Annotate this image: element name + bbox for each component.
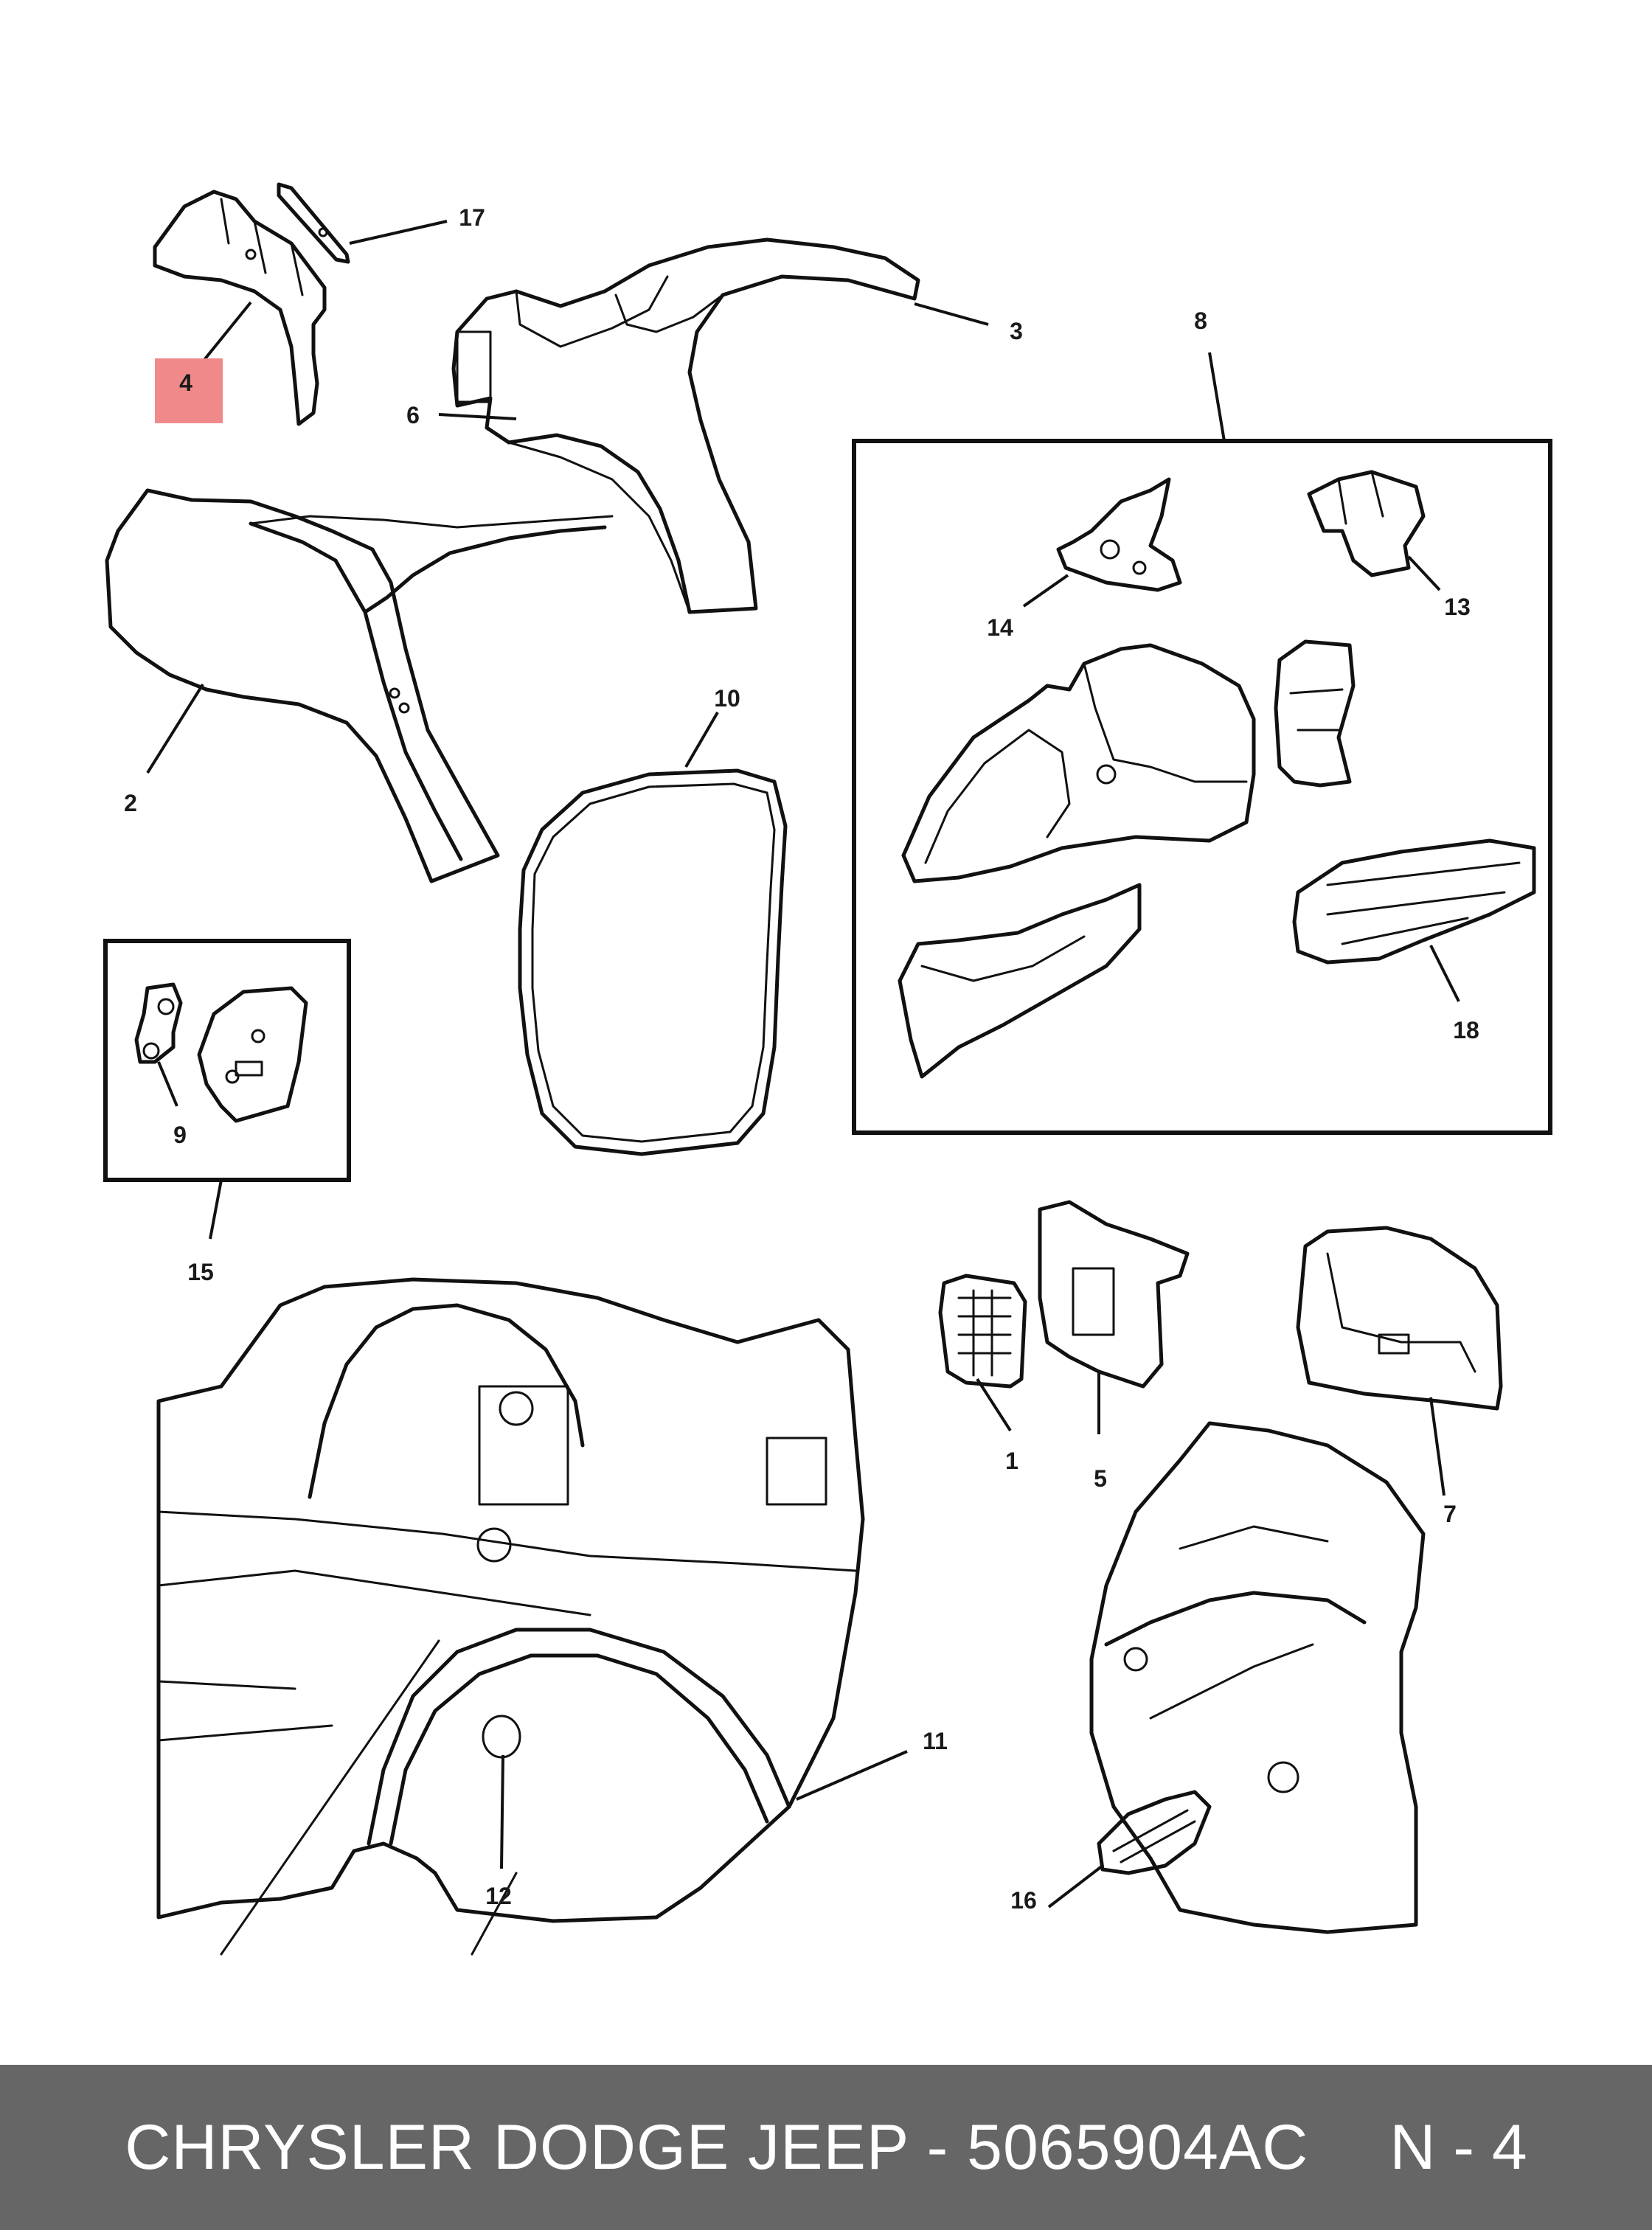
callout-9[interactable]: 9 [173, 1122, 187, 1148]
part-13-bracket [1307, 470, 1426, 577]
part-17-strip [277, 182, 350, 264]
part-7-bin [1296, 1226, 1503, 1411]
callout-8[interactable]: 8 [1194, 308, 1207, 334]
part-1-vent [938, 1274, 1027, 1389]
callout-4[interactable]: 4 [179, 369, 192, 396]
part-8-lower-panel [898, 883, 1142, 1079]
part-9-clip [134, 982, 183, 1064]
callout-5[interactable]: 5 [1094, 1465, 1107, 1492]
footer-title: CHRYSLER DODGE JEEP - 5065904AC [125, 2111, 1309, 2183]
callout-11[interactable]: 11 [923, 1728, 948, 1754]
footer-bar: CHRYSLER DODGE JEEP - 5065904AC N - 4 [0, 2065, 1652, 2230]
part-18-rail [1292, 838, 1536, 965]
callout-18[interactable]: 18 [1453, 1017, 1479, 1043]
callout-1[interactable]: 1 [1005, 1448, 1018, 1474]
rear-corner-assembly [1089, 1421, 1426, 1934]
callout-4-highlight [155, 358, 223, 423]
callout-2[interactable]: 2 [124, 790, 137, 816]
callout-17[interactable]: 17 [459, 204, 485, 231]
callout-3[interactable]: 3 [1010, 318, 1023, 344]
lower-body-assembly [156, 1277, 865, 1956]
callout-6[interactable]: 6 [406, 402, 420, 428]
part-14-bracket [1056, 477, 1182, 592]
callout-10[interactable]: 10 [714, 685, 740, 712]
group-8-box [852, 439, 1552, 1135]
part-2-quarter-panel [105, 488, 614, 883]
callout-7[interactable]: 7 [1443, 1501, 1457, 1527]
part-16-pad [1097, 1790, 1212, 1875]
leader-lines [146, 220, 1460, 1908]
part-8-side-bracket [1274, 639, 1356, 788]
footer-page-label: N - 4 [1389, 2111, 1527, 2183]
part-15-plate [197, 986, 308, 1123]
parts-diagram: 1 2 3 4 5 6 7 8 9 10 11 12 13 14 15 16 1… [103, 182, 1552, 1956]
part-8-wheelhouse-inner [901, 643, 1256, 883]
callout-16[interactable]: 16 [1010, 1887, 1037, 1914]
group-15-box [103, 939, 351, 1182]
callout-15[interactable]: 15 [187, 1259, 214, 1285]
callout-13[interactable]: 13 [1444, 594, 1471, 620]
callout-14[interactable]: 14 [987, 614, 1013, 641]
part-10-door-seal [518, 768, 788, 1156]
part-4-pillar-reinforcement [153, 190, 327, 426]
part-5-panel [1038, 1200, 1190, 1389]
part-3-inner-quarter [451, 237, 920, 614]
callout-12[interactable]: 12 [485, 1883, 512, 1909]
